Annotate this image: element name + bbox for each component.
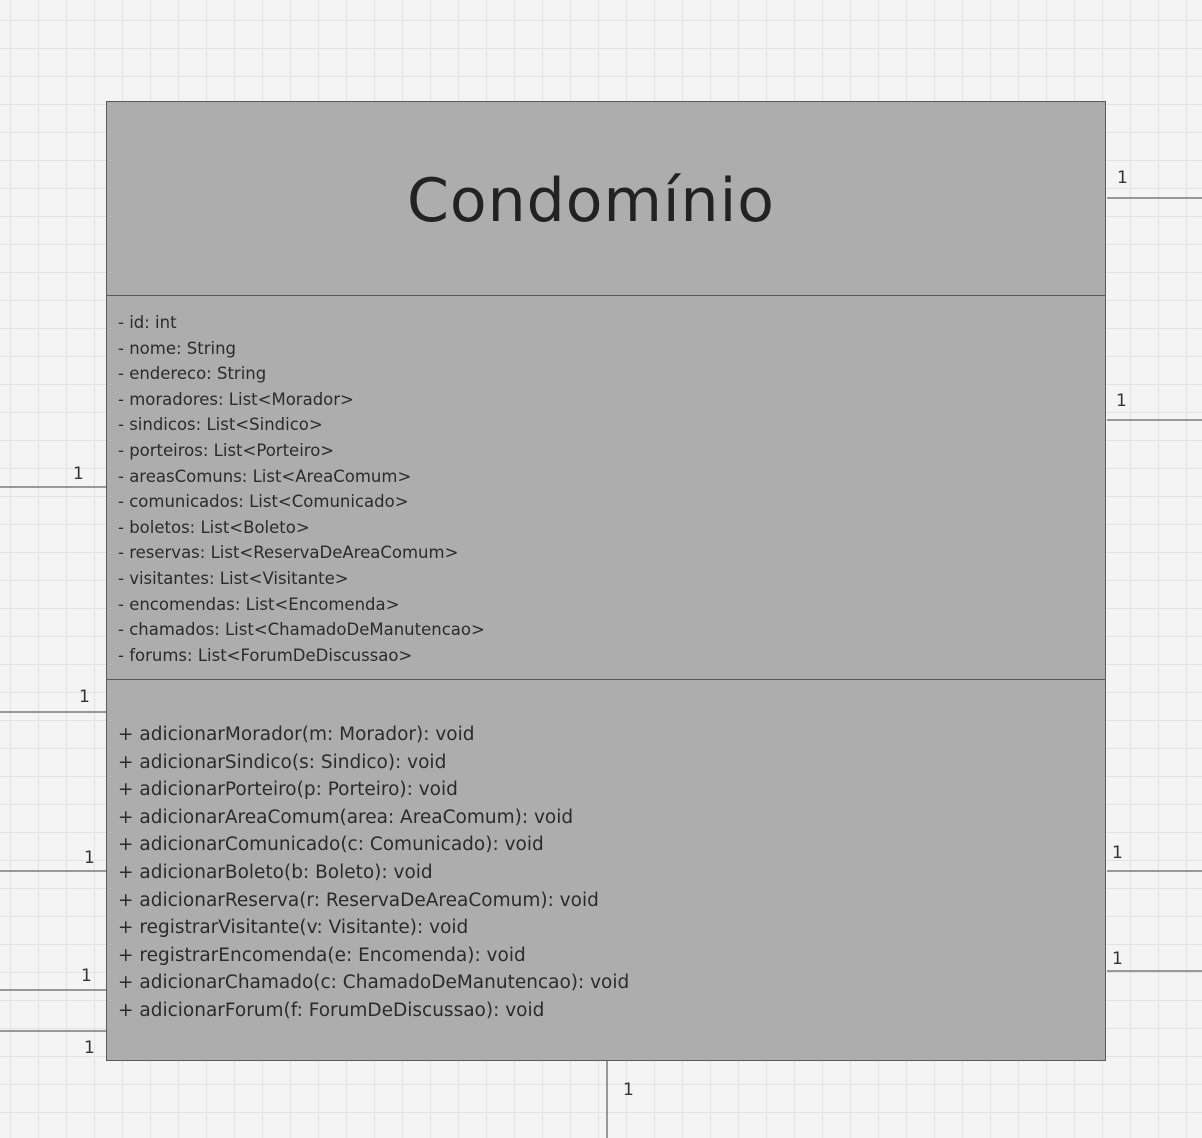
attribute-item: - forums: List<ForumDeDiscussao> (118, 645, 413, 665)
multiplicity-right-upper: 1 (1116, 391, 1127, 411)
operation-item: + adicionarSindico(s: Sindico): void (118, 751, 447, 773)
attribute-item: - sindicos: List<Sindico> (118, 415, 323, 435)
attribute-item: - areasComuns: List<AreaComum> (118, 466, 412, 486)
attribute-item: - comunicados: List<Comunicado> (118, 492, 409, 512)
multiplicity-right-top: 1 (1117, 168, 1128, 188)
multiplicity-left-5: 1 (84, 1038, 95, 1058)
attribute-item: - chamados: List<ChamadoDeManutencao> (118, 620, 485, 640)
attributes-compartment: - id: int - nome: String - endereco: Str… (107, 296, 1105, 680)
operation-item: + adicionarComunicado(c: Comunicado): vo… (118, 834, 544, 856)
operation-item: + adicionarChamado(c: ChamadoDeManutenca… (118, 972, 630, 994)
attribute-item: - id: int (118, 313, 177, 332)
attribute-item: - endereco: String (118, 364, 267, 384)
attribute-item: - visitantes: List<Visitante> (118, 568, 349, 588)
attribute-item: - porteiros: List<Porteiro> (118, 440, 335, 460)
multiplicity-left-2: 1 (79, 687, 90, 707)
attribute-item: - reservas: List<ReservaDeAreaComum> (118, 543, 459, 563)
multiplicity-left-4: 1 (81, 966, 92, 986)
multiplicity-right-bottom: 1 (1112, 949, 1123, 969)
class-name: Condomínio (407, 165, 775, 236)
operation-item: + adicionarPorteiro(p: Porteiro): void (118, 779, 458, 801)
operations-compartment: + adicionarMorador(m: Morador): void + a… (107, 680, 1105, 1060)
multiplicity-left-1: 1 (73, 464, 84, 484)
multiplicity-bottom: 1 (623, 1080, 634, 1100)
operation-item: + registrarEncomenda(e: Encomenda): void (118, 944, 526, 966)
multiplicity-right-lower: 1 (1112, 843, 1123, 863)
attribute-item: - encomendas: List<Encomenda> (118, 594, 400, 614)
operation-item: + adicionarAreaComum(area: AreaComum): v… (118, 806, 574, 828)
class-box-condominio[interactable]: Condomínio - id: int - nome: String - en… (106, 101, 1106, 1061)
operation-item: + adicionarBoleto(b: Boleto): void (118, 861, 433, 883)
attribute-item: - moradores: List<Morador> (118, 389, 354, 409)
class-header: Condomínio (107, 102, 1105, 296)
operation-item: + adicionarReserva(r: ReservaDeAreaComum… (118, 889, 599, 911)
attribute-item: - boletos: List<Boleto> (118, 517, 310, 537)
operation-item: + registrarVisitante(v: Visitante): void (118, 917, 469, 939)
operation-item: + adicionarForum(f: ForumDeDiscussao): v… (118, 999, 545, 1021)
operation-item: + adicionarMorador(m: Morador): void (118, 724, 475, 745)
multiplicity-left-3: 1 (84, 848, 95, 868)
attribute-item: - nome: String (118, 338, 237, 358)
